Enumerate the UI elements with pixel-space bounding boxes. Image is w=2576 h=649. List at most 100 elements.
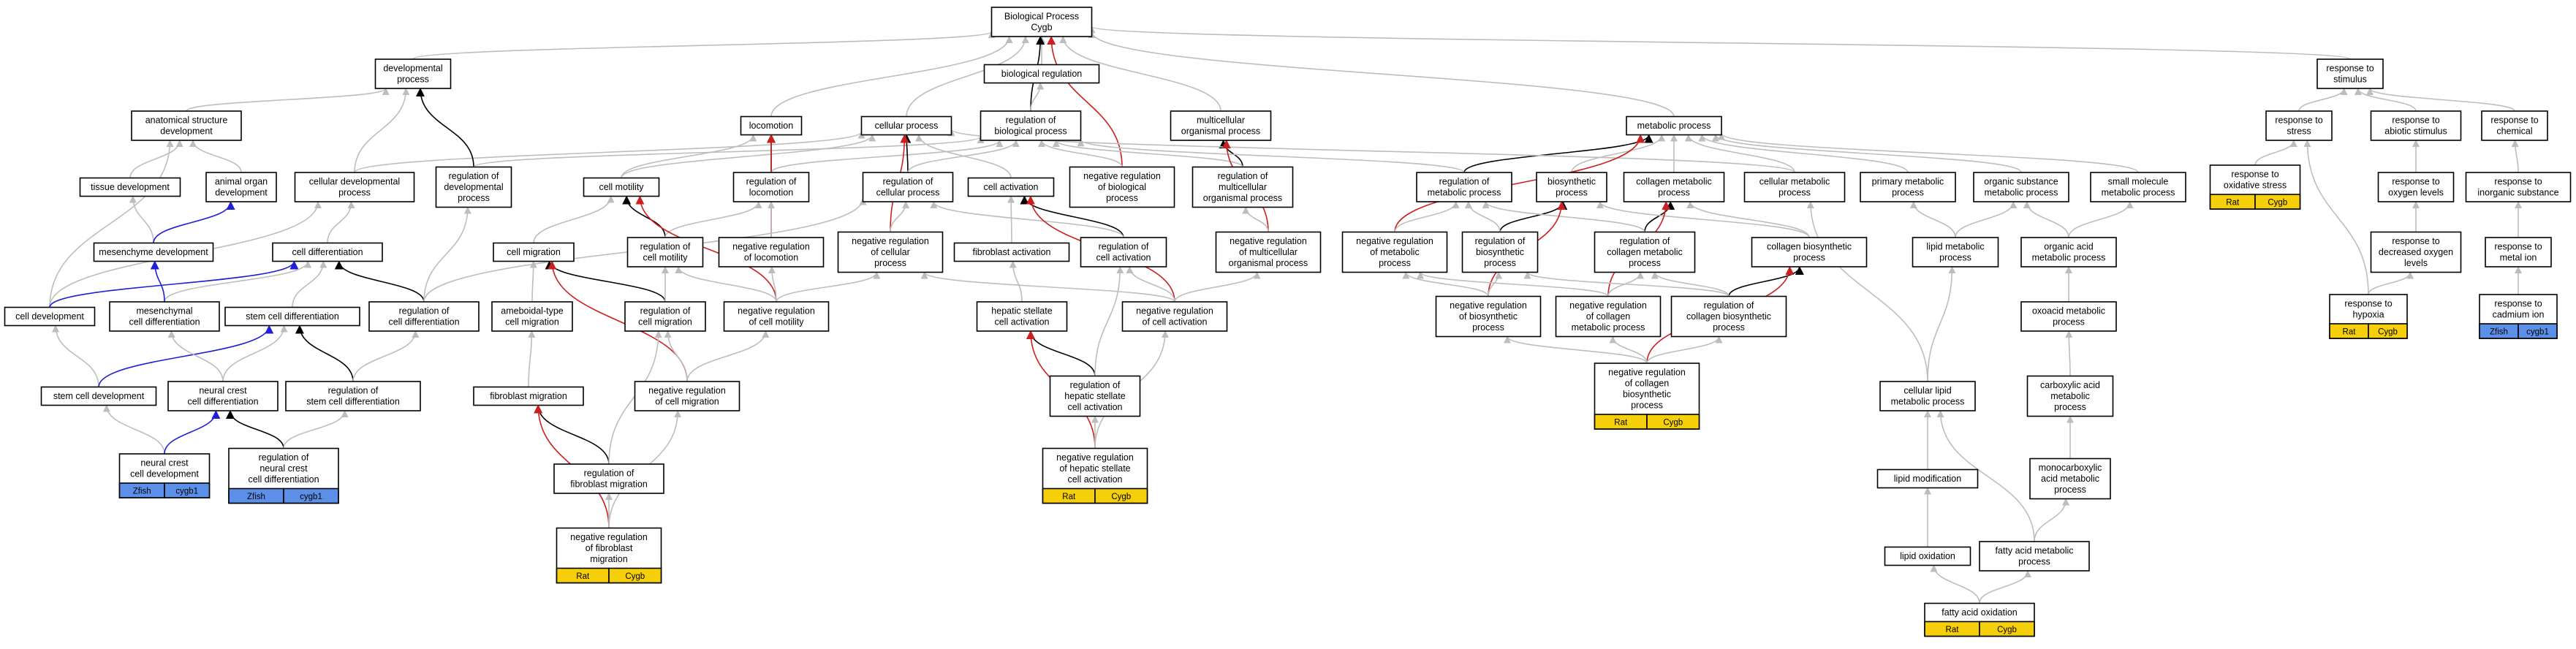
term-label: process <box>1658 188 1690 198</box>
term-label: cell migration <box>507 247 561 257</box>
term-label: process <box>1892 188 1924 198</box>
go-term-lipid-ox[interactable]: lipid oxidation <box>1884 546 1971 566</box>
term-box <box>40 386 157 406</box>
edge-is-a <box>423 206 471 303</box>
go-term-cellproc[interactable]: cellular process <box>860 115 952 136</box>
go-term-cell-development[interactable]: cell development <box>4 306 96 327</box>
go-term-cell-diff[interactable]: cell differentiation <box>272 242 383 262</box>
edge-regulates <box>1499 201 1568 232</box>
term-box <box>493 242 575 262</box>
term-box <box>374 58 452 89</box>
go-term-metab[interactable]: metabolic process <box>1626 115 1722 136</box>
go-term-cell-activation[interactable]: cell activation <box>967 177 1055 197</box>
go-term-stem-cell-dev[interactable]: stem cell development <box>40 386 157 406</box>
term-box <box>634 381 740 411</box>
go-term-fib-act[interactable]: fibroblast activation <box>953 242 1070 262</box>
go-term-tissue-dev[interactable]: tissue development <box>79 177 181 197</box>
go-term-mes-dev[interactable]: mesenchyme development <box>93 242 214 262</box>
go-term-locomotion[interactable]: locomotion <box>740 115 803 136</box>
term-label: levels <box>2404 258 2428 268</box>
edge-is-a <box>1609 335 1648 364</box>
go-term-biolreg[interactable]: biological regulation <box>983 64 1100 84</box>
go-term-fib-mig[interactable]: fibroblast migration <box>473 386 584 406</box>
go-term-stem-cell-diff[interactable]: stem cell differentiation <box>224 306 360 327</box>
term-label: metabolic process <box>1637 121 1711 131</box>
term-label: cell activation <box>1067 402 1122 412</box>
term-box <box>1536 172 1607 202</box>
go-term-cell-motility[interactable]: cell motility <box>583 177 660 197</box>
edge-is-a <box>1936 410 2035 542</box>
go-term-cell-migration[interactable]: cell migration <box>493 242 575 262</box>
go-term-lipid-mod[interactable]: lipid modification <box>1876 468 1979 489</box>
annotation-badge <box>164 482 211 498</box>
